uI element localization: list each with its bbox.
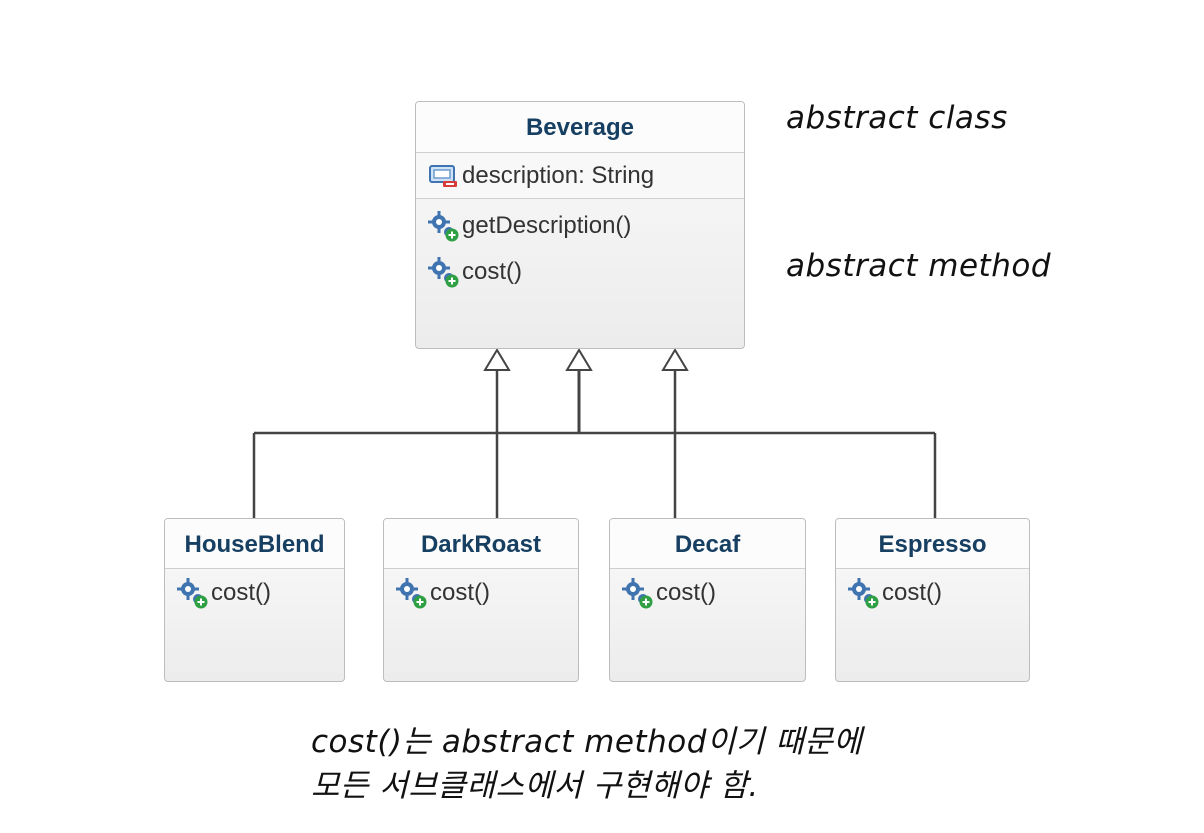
inheritance-arrow-right [661, 348, 689, 371]
class-houseblend[interactable]: HouseBlend cost() [164, 518, 345, 682]
method-row: cost() [396, 575, 578, 611]
method-text: cost() [430, 579, 490, 606]
class-darkroast[interactable]: DarkRoast cost() [383, 518, 579, 682]
method-row: cost() [622, 575, 805, 611]
methods-section: getDescription() cost() [416, 199, 744, 295]
methods-section: cost() [165, 569, 344, 611]
public-method-gear-icon [622, 578, 653, 609]
method-text: cost() [462, 258, 522, 285]
class-name: Beverage [416, 102, 744, 153]
method-text: cost() [656, 579, 716, 606]
method-row: cost() [428, 249, 744, 295]
note-footer-line1: cost()는 abstract method이기 때문에 [311, 724, 863, 760]
note-footer-line2: 모든 서브클래스에서 구현해야 함. [311, 768, 759, 804]
methods-section: cost() [610, 569, 805, 611]
method-row: cost() [848, 575, 1029, 611]
inheritance-arrow-left [483, 348, 511, 371]
methods-section: cost() [384, 569, 578, 611]
note-abstract-method: abstract method [786, 248, 1051, 284]
method-text: cost() [211, 579, 271, 606]
inheritance-arrow-center [565, 348, 593, 371]
attribute-row: description: String [428, 158, 744, 194]
private-field-icon [429, 165, 457, 187]
class-espresso[interactable]: Espresso cost() [835, 518, 1030, 682]
class-name: DarkRoast [384, 519, 578, 569]
method-row: getDescription() [428, 203, 744, 249]
class-name: Espresso [836, 519, 1029, 569]
method-text: getDescription() [462, 212, 632, 239]
public-method-gear-icon [396, 578, 427, 609]
note-abstract-class: abstract class [786, 100, 1008, 136]
class-name: HouseBlend [165, 519, 344, 569]
public-method-gear-icon [177, 578, 208, 609]
public-method-gear-icon [428, 211, 459, 242]
public-method-gear-icon [428, 257, 459, 288]
attributes-section: description: String [416, 153, 744, 199]
method-text: cost() [882, 579, 942, 606]
class-name: Decaf [610, 519, 805, 569]
public-method-gear-icon [848, 578, 879, 609]
method-row: cost() [177, 575, 344, 611]
class-beverage[interactable]: Beverage description: String [415, 101, 745, 349]
methods-section: cost() [836, 569, 1029, 611]
attribute-text: description: String [462, 162, 655, 189]
class-decaf[interactable]: Decaf cost() [609, 518, 806, 682]
